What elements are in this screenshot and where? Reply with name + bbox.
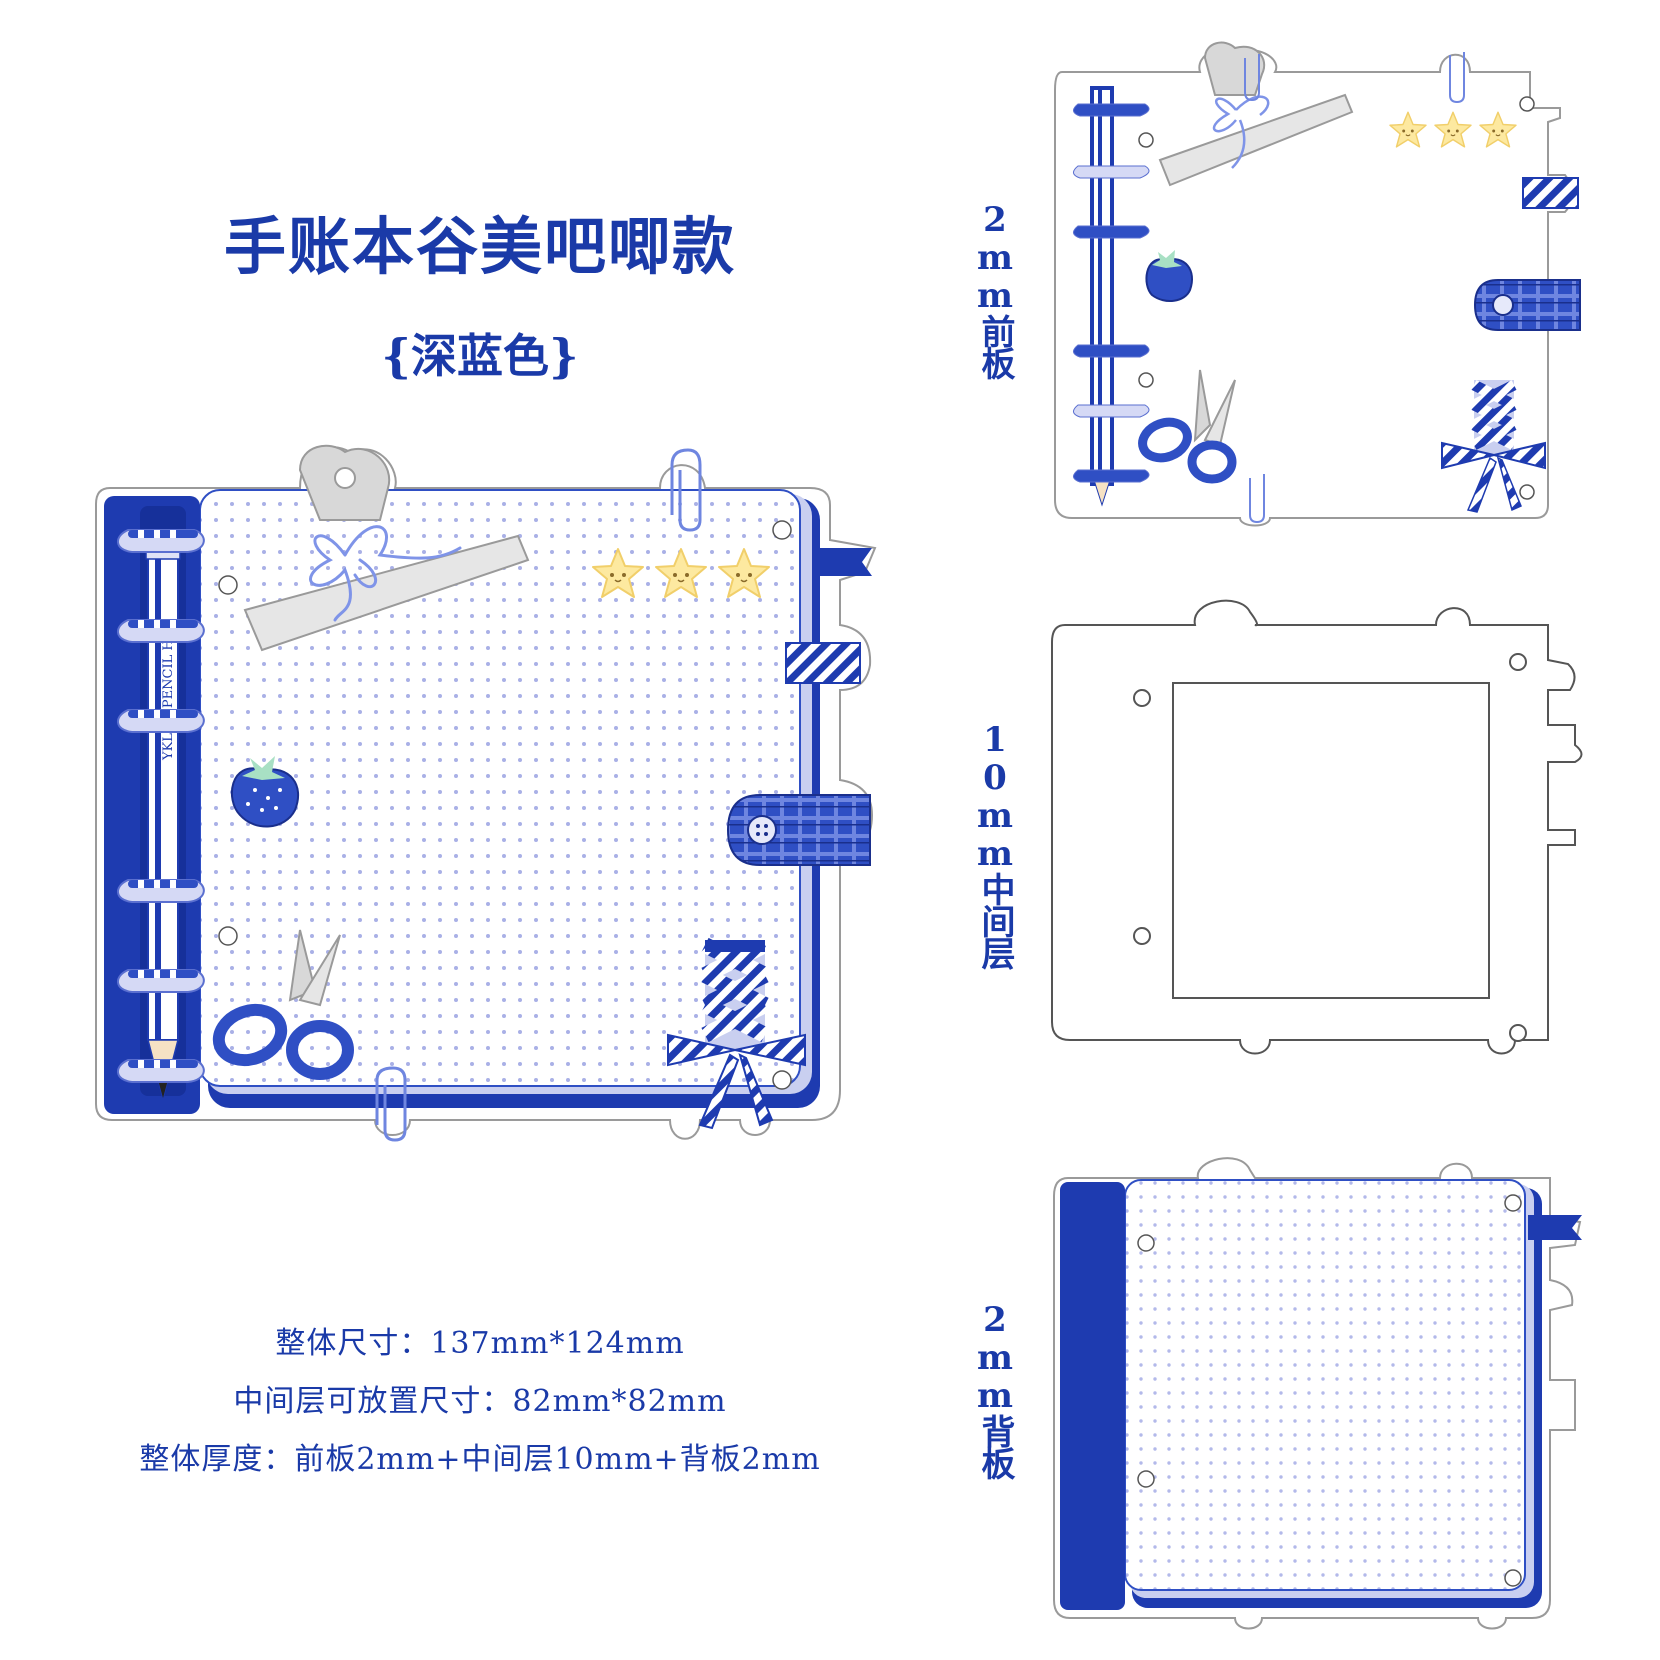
label-middle-layer: 10mm中间层: [975, 720, 1015, 968]
clip-icon: [243, 444, 530, 652]
snap-tab-icon: [726, 794, 871, 866]
washi-tape-icon: [785, 642, 861, 684]
label-front-board: 2mm前板: [975, 200, 1015, 378]
strawberry-icon: [231, 756, 300, 828]
middle-layer: [1051, 599, 1583, 1055]
label-back-board: 2mm背板: [975, 1300, 1015, 1478]
spec-insert-size: 中间层可放置尺寸：82mm*82mm: [233, 1384, 727, 1419]
scissors-icon: [212, 929, 354, 1080]
bookmark-flag-icon: [818, 548, 872, 576]
pencil-label: YKLLW PENCIL HB: [161, 630, 176, 761]
color-variant: {深蓝色}: [381, 329, 579, 383]
spec-overall-size: 整体尺寸：137mm*124mm: [275, 1326, 685, 1361]
front-board: [1054, 41, 1581, 527]
bow-icon: [667, 937, 806, 1130]
back-board: [1053, 1157, 1582, 1630]
product-title: 手账本谷美吧唧款: [223, 210, 736, 283]
paperclip-icon: [375, 448, 702, 1142]
spec-thickness: 整体厚度：前板2mm+中间层10mm+背板2mm: [139, 1442, 821, 1477]
main-notebook: YKLLW PENCIL HB: [95, 444, 877, 1142]
